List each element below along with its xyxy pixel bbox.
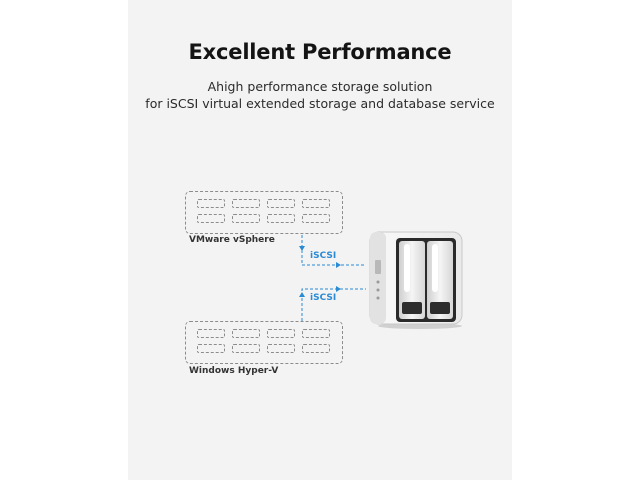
- page-title: Excellent Performance: [188, 40, 452, 64]
- drive-slot: [302, 199, 330, 208]
- arrow-up-icon: [299, 292, 305, 297]
- subtitle-line-1: Ahigh performance storage solution: [207, 79, 433, 94]
- drive-slot: [232, 199, 260, 208]
- content-panel: Excellent Performance Ahigh performance …: [128, 0, 512, 480]
- nas-2-bay-icon: [369, 231, 463, 329]
- link-line-vmware: [301, 235, 340, 266]
- subtitle-line-2: for iSCSI virtual extended storage and d…: [145, 96, 495, 111]
- drive-slot: [232, 329, 260, 338]
- drive-slot: [302, 214, 330, 223]
- drive-slot: [267, 344, 295, 353]
- drive-slot: [267, 329, 295, 338]
- drive-slot: [232, 344, 260, 353]
- drive-slot: [197, 344, 225, 353]
- drive-slot: [267, 214, 295, 223]
- drive-slot: [197, 329, 225, 338]
- drive-slot: [197, 214, 225, 223]
- iscsi-label-1: iSCSI: [310, 251, 337, 261]
- hyperv-label: Windows Hyper-V: [189, 366, 279, 376]
- hyperv-server-rack-icon: [185, 321, 343, 364]
- drive-slot: [302, 344, 330, 353]
- drive-slot: [302, 329, 330, 338]
- vmware-server-rack-icon: [185, 191, 343, 234]
- arrow-down-icon: [299, 246, 305, 251]
- arrow-right-icon: [336, 286, 341, 292]
- link-line-hyperv: [301, 288, 366, 321]
- iscsi-connection-lines: [299, 235, 366, 321]
- vmware-label: VMware vSphere: [189, 235, 275, 245]
- drive-slot: [267, 199, 295, 208]
- drive-slot: [232, 214, 260, 223]
- iscsi-label-2: iSCSI: [310, 293, 337, 303]
- arrow-right-icon: [336, 262, 341, 268]
- drive-slot: [197, 199, 225, 208]
